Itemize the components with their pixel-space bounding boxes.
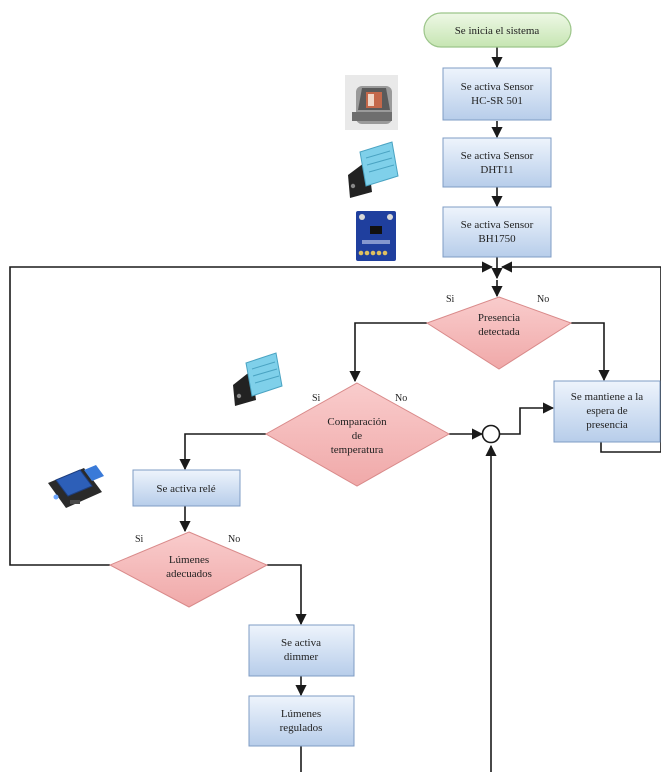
process-espera-presencia[interactable]: Se mantiene a la espera de presencia bbox=[553, 380, 661, 443]
connector-loop-right bbox=[500, 261, 661, 453]
merge-junction bbox=[481, 424, 501, 444]
espera-line2: espera de bbox=[586, 405, 627, 417]
dimmer-line1: Se activa bbox=[281, 637, 321, 649]
process-sensor-dht[interactable]: Se activa Sensor DHT11 bbox=[442, 137, 552, 188]
espera-line1: Se mantiene a la bbox=[571, 391, 644, 403]
connector-comparacion-si bbox=[179, 433, 266, 471]
process-rele[interactable]: Se activa relé bbox=[132, 469, 241, 507]
regulados-line2: regulados bbox=[280, 722, 323, 734]
bh1750-sensor-photo-icon bbox=[356, 211, 396, 261]
rele-label: Se activa relé bbox=[156, 483, 215, 495]
connector-junction-to-espera bbox=[500, 402, 555, 435]
presencia-line2: detectada bbox=[478, 326, 520, 338]
comparacion-yes-label: Si bbox=[312, 393, 321, 404]
sensor-pir-line2: HC-SR 501 bbox=[471, 95, 523, 107]
decision-lumenes[interactable]: Lúmenes adecuados bbox=[108, 531, 269, 608]
dht11-sensor-photo-icon-2 bbox=[233, 352, 283, 406]
relay-module-photo-icon bbox=[48, 465, 104, 508]
espera-line3: presencia bbox=[586, 419, 628, 431]
sensor-bh-line2: BH1750 bbox=[478, 233, 516, 245]
process-dimmer[interactable]: Se activa dimmer bbox=[248, 624, 355, 677]
comparacion-no-label: No bbox=[395, 393, 407, 404]
sensor-dht-line2: DHT11 bbox=[480, 164, 513, 176]
connector-loop-left bbox=[9, 261, 494, 566]
start-label: Se inicia el sistema bbox=[455, 25, 540, 37]
decision-comparacion[interactable]: Comparación de temperatura bbox=[264, 382, 451, 487]
dimmer-line2: dimmer bbox=[284, 651, 319, 663]
start-node[interactable]: Se inicia el sistema bbox=[423, 12, 572, 48]
connector-presencia-no bbox=[571, 322, 610, 382]
sensor-bh-line1: Se activa Sensor bbox=[461, 219, 534, 231]
process-sensor-bh1750[interactable]: Se activa Sensor BH1750 bbox=[442, 206, 552, 258]
comparacion-line1: Comparación bbox=[327, 416, 387, 428]
lumenes-line2: adecuados bbox=[166, 568, 212, 580]
presencia-line1: Presencia bbox=[478, 312, 520, 324]
sensor-dht-line1: Se activa Sensor bbox=[461, 150, 534, 162]
comparacion-line3: temperatura bbox=[331, 444, 384, 456]
decision-presencia[interactable]: Presencia detectada bbox=[425, 296, 573, 370]
comparacion-line2: de bbox=[352, 430, 363, 442]
lumenes-yes-label: Si bbox=[135, 534, 144, 545]
pir-sensor-photo-icon bbox=[345, 75, 398, 130]
process-sensor-pir[interactable]: Se activa Sensor HC-SR 501 bbox=[442, 67, 552, 121]
process-lumenes-regulados[interactable]: Lúmenes regulados bbox=[248, 695, 355, 747]
connector-presencia-si bbox=[349, 322, 427, 383]
regulados-line1: Lúmenes bbox=[281, 708, 321, 720]
presencia-yes-label: Si bbox=[446, 294, 455, 305]
lumenes-no-label: No bbox=[228, 534, 240, 545]
lumenes-line1: Lúmenes bbox=[169, 554, 209, 566]
connector-lumenes-no bbox=[267, 564, 307, 626]
presencia-no-label: No bbox=[537, 294, 549, 305]
sensor-pir-line1: Se activa Sensor bbox=[461, 81, 534, 93]
connectors bbox=[9, 47, 661, 772]
dht11-sensor-photo-icon bbox=[348, 141, 399, 198]
